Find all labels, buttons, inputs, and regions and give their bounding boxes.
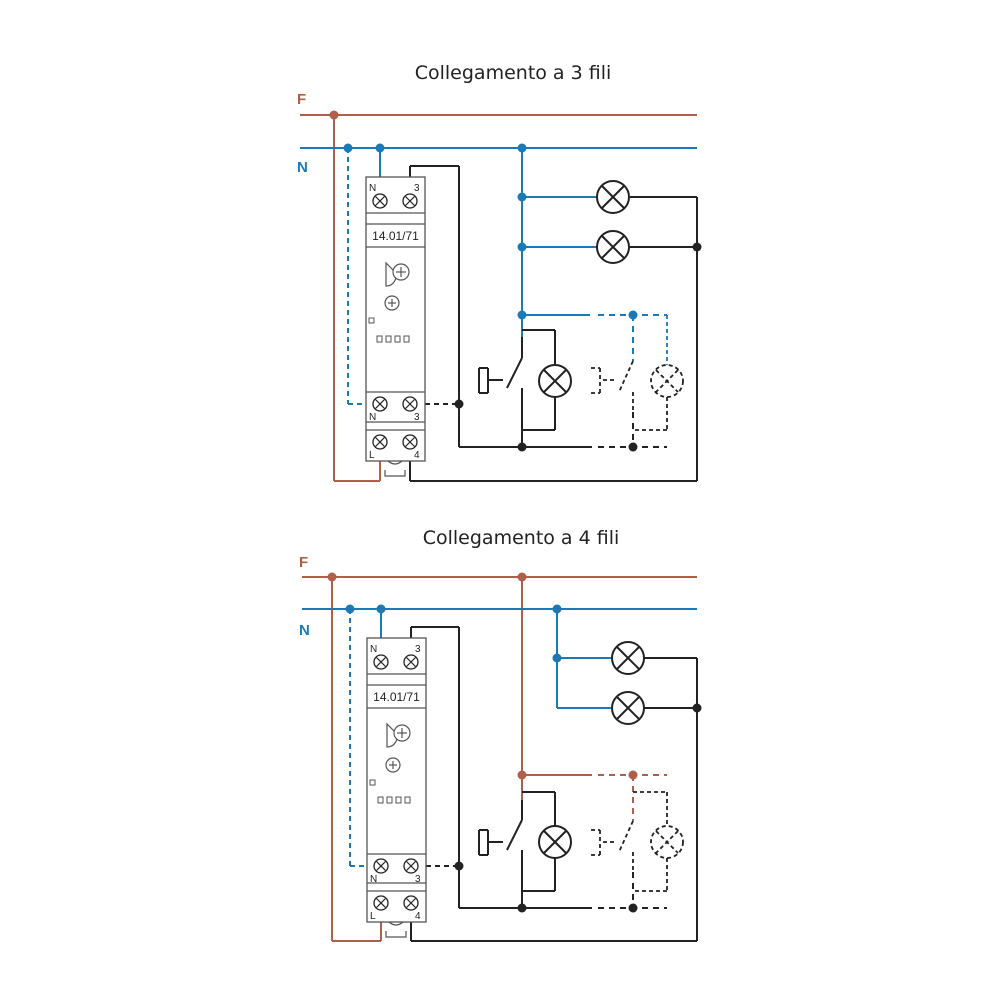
optional-push-button	[591, 791, 668, 892]
time-knob-icon	[386, 722, 411, 748]
terminal-label: 3	[414, 412, 420, 423]
terminal-screw-icon	[403, 858, 419, 874]
lamp-2	[611, 691, 645, 725]
timer-relay-device: 14.01/71 N 3 N 3 L 4	[365, 176, 426, 477]
dip-switches	[376, 335, 410, 343]
lamp-2	[596, 230, 630, 264]
dip-switches	[377, 796, 411, 804]
terminal-label: N	[370, 644, 377, 655]
diagram-3-wire: Collegamento a 3 fili F N	[297, 62, 702, 482]
terminal-screw-icon	[373, 654, 389, 670]
neutral-label: N	[299, 622, 310, 639]
stair-lamp	[538, 364, 572, 398]
stair-lamp	[538, 825, 572, 859]
din-clip	[385, 921, 407, 938]
terminal-screw-icon	[372, 396, 388, 412]
terminal-screw-icon	[402, 434, 418, 450]
led-indicator	[368, 317, 375, 324]
phase-label: F	[297, 91, 306, 108]
device-model: 14.01/71	[372, 229, 419, 243]
led-indicator	[369, 779, 376, 786]
din-clip	[384, 460, 406, 477]
phase-label: F	[299, 554, 308, 571]
neutral-junctions	[345, 604, 562, 663]
terminal-label: L	[369, 450, 375, 461]
push-button	[478, 337, 523, 400]
function-knob-icon	[385, 757, 401, 773]
optional-lamp	[650, 825, 684, 859]
function-knob-icon	[384, 295, 400, 311]
control-wires	[409, 165, 698, 482]
neutral-wires	[302, 608, 697, 867]
terminal-label: N	[369, 412, 376, 423]
terminal-label: L	[370, 911, 376, 922]
control-junctions	[454, 242, 702, 452]
neutral-junctions	[343, 143, 638, 320]
terminal-label: 4	[414, 450, 420, 461]
diagram-4-wire: Collegamento a 4 fili F N	[299, 527, 702, 942]
lamp-1	[596, 180, 630, 214]
terminal-label: 3	[414, 183, 420, 194]
terminal-screw-icon	[402, 396, 418, 412]
terminal-label: 4	[415, 911, 421, 922]
terminal-screw-icon	[372, 434, 388, 450]
optional-lamp	[650, 364, 684, 398]
terminal-screw-icon	[402, 193, 418, 209]
phase-wires	[302, 576, 697, 942]
phase-junctions	[327, 572, 638, 780]
terminal-screw-icon	[372, 193, 388, 209]
optional-push-button	[591, 315, 668, 431]
terminal-screw-icon	[373, 858, 389, 874]
control-wires	[410, 626, 698, 942]
terminal-label: 3	[415, 874, 421, 885]
terminal-label: N	[370, 874, 377, 885]
neutral-label: N	[297, 159, 308, 176]
diagram-title: Collegamento a 3 fili	[415, 62, 612, 84]
device-model: 14.01/71	[373, 690, 420, 704]
terminal-screw-icon	[403, 895, 419, 911]
neutral-wires	[300, 147, 697, 405]
control-junctions	[454, 703, 702, 913]
terminal-screw-icon	[403, 654, 419, 670]
time-knob-icon	[385, 261, 410, 287]
phase-wires	[300, 114, 697, 482]
lamp-1	[611, 641, 645, 675]
terminal-screw-icon	[373, 895, 389, 911]
terminal-label: 3	[415, 644, 421, 655]
push-button	[478, 800, 523, 862]
timer-relay-device: 14.01/71 N 3 N 3 L 4	[366, 637, 427, 938]
phase-junction	[329, 110, 339, 120]
diagram-title: Collegamento a 4 fili	[423, 527, 620, 549]
terminal-label: N	[369, 183, 376, 194]
